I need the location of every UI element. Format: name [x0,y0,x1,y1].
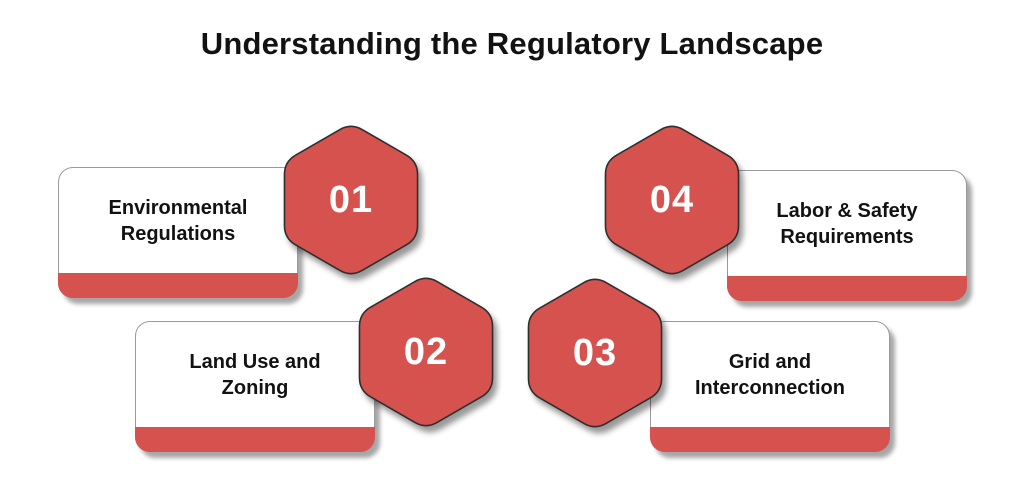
card-accent-bar [727,276,967,301]
card-accent-bar [135,427,375,452]
hexagon-badge-03: 03 [526,274,664,432]
card-label: Grid and Interconnection [694,350,845,399]
step-number: 02 [403,330,449,373]
card-grid-interconnection: Grid and Interconnection [650,321,890,452]
card-label: Environmental Regulations [108,196,248,245]
hexagon-icon [358,277,494,427]
hexagon-icon [604,125,740,275]
hexagon-icon [283,125,419,275]
step-number: 04 [649,178,695,221]
hexagon-icon [527,278,663,428]
step-number: 01 [328,178,374,221]
step-number: 03 [572,331,618,374]
card-accent-bar [650,427,890,452]
page-title: Understanding the Regulatory Landscape [200,26,824,61]
card-label: Land Use and Zoning [189,350,321,399]
hexagon-badge-04: 04 [603,121,741,279]
card-land-use-zoning: Land Use and Zoning [135,321,375,452]
card-accent-bar [58,273,298,298]
hexagon-badge-02: 02 [357,273,495,431]
card-labor-safety: Labor & Safety Requirements [727,170,967,301]
card-label: Labor & Safety Requirements [776,199,918,248]
card-environmental-regulations: Environmental Regulations [58,167,298,298]
hexagon-badge-01: 01 [282,121,420,279]
